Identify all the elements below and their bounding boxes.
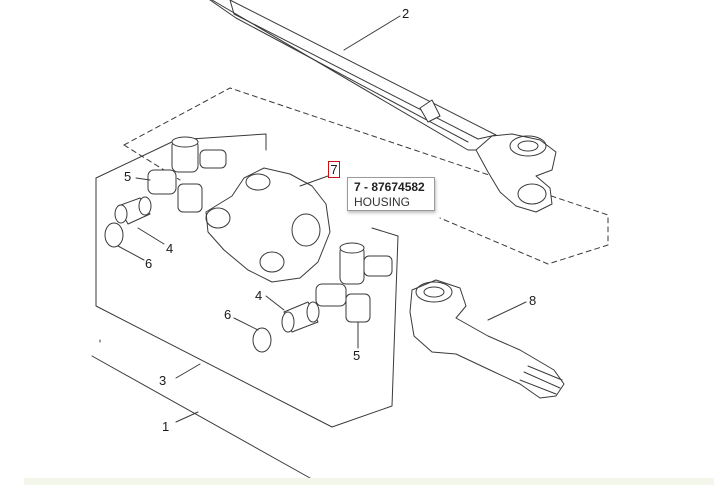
callout-6-top[interactable]: 6 <box>145 256 153 271</box>
callout-5-top[interactable]: 5 <box>124 169 132 184</box>
housing-7 <box>205 167 331 283</box>
tooltip-description: HOUSING <box>354 195 411 209</box>
leader-3 <box>175 363 201 379</box>
housing-7-bore-1 <box>245 173 271 191</box>
callout-1[interactable]: 1 <box>162 419 170 434</box>
leader-6-bottom <box>233 317 259 331</box>
leader-5-top <box>135 177 151 181</box>
part-tooltip: 7 - 87674582 HOUSING <box>347 177 435 211</box>
assembly-frame-1 <box>91 355 311 479</box>
callout-6-bottom[interactable]: 6 <box>224 307 232 322</box>
ujoint-cross-5-bottom-arm-down <box>345 293 371 323</box>
leader-2 <box>343 15 401 51</box>
leader-4-bottom <box>265 295 285 311</box>
housing-7-bore-3 <box>291 213 321 247</box>
housing-7-bore-2 <box>205 207 231 229</box>
leader-4-top <box>137 227 165 245</box>
axle-shaft-collar <box>419 99 441 123</box>
callout-4-top[interactable]: 4 <box>166 241 174 256</box>
axle-shaft-2 <box>209 0 497 143</box>
ujoint-cross-5-bottom-arm-right <box>363 255 393 277</box>
yoke-2-bore-top <box>509 135 547 157</box>
ujoint-cross-5-top-arm-down <box>177 183 203 213</box>
ujoint-cross-5-bottom-arm-left <box>315 283 347 307</box>
leader-8 <box>487 301 527 321</box>
assembly-frame-3 <box>95 177 399 428</box>
callout-8[interactable]: 8 <box>529 293 537 308</box>
callout-2[interactable]: 2 <box>402 6 410 21</box>
callout-7[interactable]: 7 <box>328 161 340 178</box>
stub-shaft-8-bore <box>415 281 453 303</box>
snap-ring-6-top <box>104 222 124 248</box>
assembly-frame-3-top <box>95 133 267 179</box>
callout-4-bottom[interactable]: 4 <box>255 288 263 303</box>
snap-ring-6-bottom <box>252 327 272 353</box>
leader-6-top <box>117 245 145 261</box>
tooltip-part-number: 7 - 87674582 <box>354 180 425 194</box>
ujoint-cross-5-top-arm-right <box>199 149 227 169</box>
stub-shaft-8-splines <box>519 365 563 395</box>
leader-1 <box>175 411 199 423</box>
leader-7 <box>299 175 329 187</box>
yoke-2-bore-bottom <box>517 183 547 205</box>
callout-3[interactable]: 3 <box>159 373 167 388</box>
callout-5-bottom[interactable]: 5 <box>353 348 361 363</box>
stub-shaft-8 <box>409 279 565 399</box>
housing-7-bore-4 <box>259 251 285 273</box>
yoke-2-bore-top-inner <box>517 140 539 152</box>
bottom-band <box>24 478 714 485</box>
dashed-bracket <box>123 87 609 265</box>
yoke-2 <box>475 133 557 213</box>
ujoint-cross-5-top-arm-left <box>147 169 177 195</box>
